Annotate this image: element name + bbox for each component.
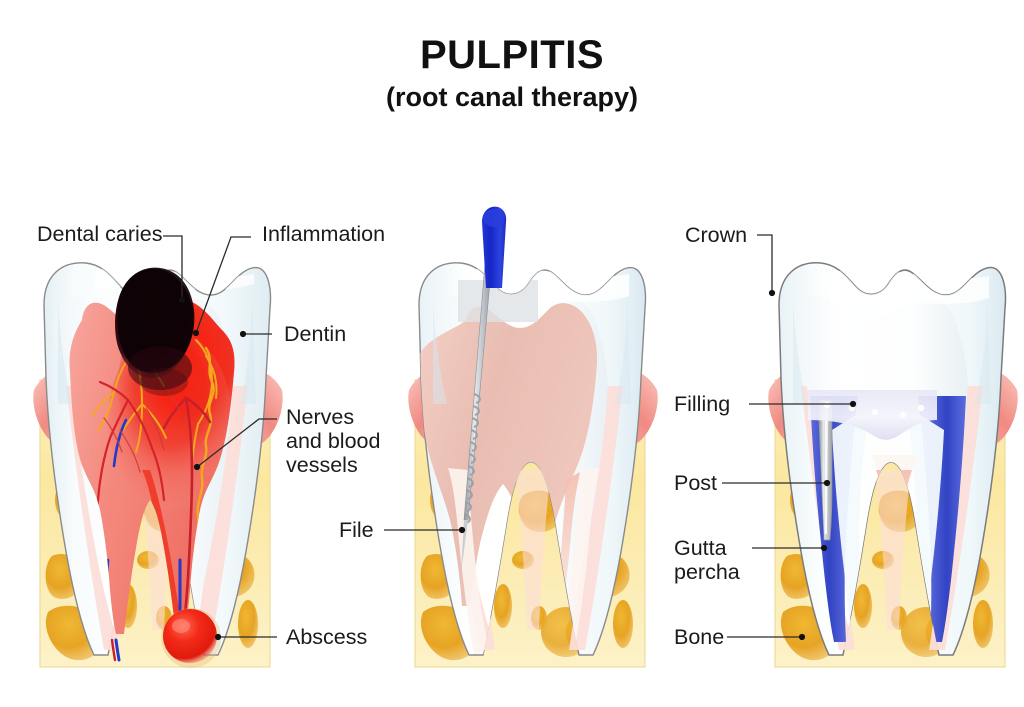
dental-caries-lesion xyxy=(115,267,195,396)
label-bone: Bone xyxy=(674,625,725,649)
label-nerves-blood-vessels: Nerves and blood vessels xyxy=(286,405,380,477)
label-filling: Filling xyxy=(674,392,731,416)
label-file: File xyxy=(339,518,374,542)
leader-lines-panel-1 xyxy=(163,235,277,638)
filling xyxy=(808,390,937,440)
leader-dots-panel-1 xyxy=(178,296,247,641)
label-nerves-line-1: Nerves xyxy=(286,405,355,429)
label-dentin: Dentin xyxy=(284,322,347,346)
label-dental-caries: Dental caries xyxy=(37,222,163,246)
label-post: Post xyxy=(674,471,718,495)
label-nerves-line-2: and blood xyxy=(286,429,381,454)
label-abscess: Abscess xyxy=(286,625,368,649)
leader-dot-file xyxy=(458,526,466,534)
leader-lines-panel-3 xyxy=(722,234,853,638)
label-gutta-percha: Gutta percha xyxy=(674,536,740,584)
abscess xyxy=(161,608,221,668)
label-crown: Crown xyxy=(685,223,748,247)
label-gutta-line-1: Gutta xyxy=(674,536,727,560)
metal-post xyxy=(817,399,833,541)
label-inflammation: Inflammation xyxy=(262,222,386,246)
label-gutta-line-2: percha xyxy=(674,560,740,585)
file-spiral xyxy=(463,393,481,524)
label-nerves-line-3: vessels xyxy=(286,453,358,478)
tooth-treatment xyxy=(384,206,658,668)
endodontic-file xyxy=(461,206,507,573)
tooth-pulpitis xyxy=(33,235,283,668)
leader-dots-panel-3 xyxy=(768,289,857,641)
tooth-restored xyxy=(722,234,1018,668)
